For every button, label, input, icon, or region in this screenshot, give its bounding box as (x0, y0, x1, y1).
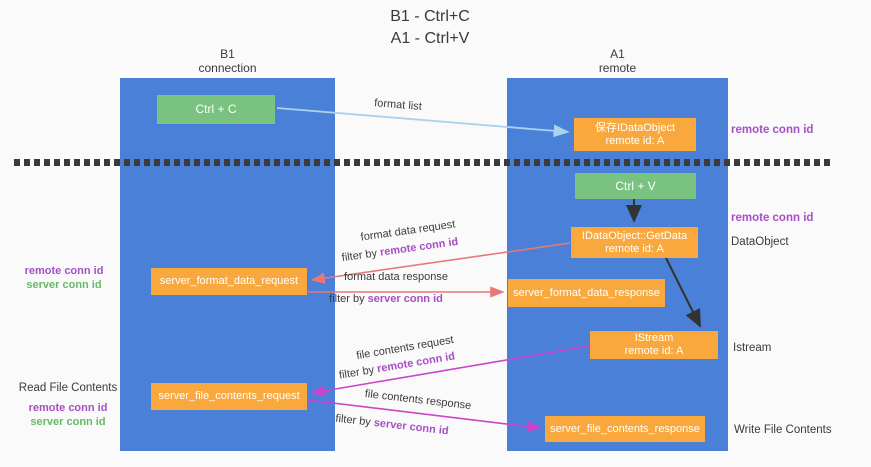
istream-side-label: Istream (733, 342, 772, 354)
read-file-contents-label: Read File Contents (18, 382, 118, 394)
column-a1-subtitle: remote (598, 61, 637, 75)
save-dataobject-node: 保存IDataObject remote id: A (574, 118, 696, 151)
getdata-line2: remote id: A (605, 242, 664, 255)
istream-line1: IStream (634, 332, 674, 344)
dataobject-label: DataObject (731, 236, 789, 248)
filter-by-text: filter by (338, 363, 376, 382)
write-file-contents-label: Write File Contents (734, 424, 832, 436)
column-header-a1: A1 remote (507, 47, 728, 75)
filter-by-remote-label-1: filter by remote conn id (341, 236, 459, 264)
server-conn-id-text: server conn id (367, 293, 443, 305)
column-b1-subtitle: connection (198, 61, 257, 75)
save-dataobject-line1: 保存IDataObject (594, 121, 676, 134)
filter-by-text: filter by (341, 247, 378, 265)
server-conn-id-text: server conn id (373, 416, 450, 438)
read-file-contents-block: Read File Contents remote conn id server… (18, 381, 118, 429)
server-conn-id-left-1: server conn id (26, 279, 102, 291)
remote-conn-id-right-2: remote conn id (731, 212, 814, 224)
title-line-1: B1 - Ctrl+C (390, 8, 470, 25)
file-contents-response-label: file contents response (364, 387, 472, 413)
filter-by-text: filter by (329, 293, 365, 305)
save-dataobject-line2: remote id: A (605, 134, 665, 147)
column-b1-name: B1 (220, 47, 235, 61)
diagram-title: B1 - Ctrl+C A1 - Ctrl+V (330, 6, 530, 50)
server-file-contents-request-node: server_file_contents_request (151, 383, 307, 410)
remote-conn-id-left-2: remote conn id (28, 402, 108, 414)
getdata-node: IDataObject::GetData remote id: A (571, 227, 698, 258)
left-conn-id-block: remote conn id server conn id (14, 264, 114, 292)
remote-conn-id-left-1: remote conn id (24, 265, 104, 277)
ctrl-v-node: Ctrl + V (575, 173, 696, 199)
server-file-contents-response-node: server_file_contents_response (545, 416, 705, 442)
filter-by-server-label-2: filter by server conn id (335, 413, 449, 438)
format-list-label: format list (373, 97, 423, 113)
istream-line2: remote id: A (624, 345, 684, 357)
column-header-b1: B1 connection (120, 47, 335, 75)
server-format-data-response-node: server_format_data_response (508, 279, 665, 307)
getdata-line1: IDataObject::GetData (581, 229, 688, 242)
title-line-2: A1 - Ctrl+V (390, 30, 470, 47)
dashed-divider (14, 159, 830, 166)
server-conn-id-left-2: server conn id (30, 416, 106, 428)
ctrl-c-node: Ctrl + C (157, 95, 275, 124)
filter-by-text: filter by (334, 412, 372, 429)
remote-conn-id-right-1: remote conn id (731, 124, 814, 136)
format-data-response-label: format data response (344, 271, 448, 283)
filter-by-server-label-1: filter by server conn id (329, 293, 443, 305)
istream-node: IStream remote id: A (590, 331, 718, 359)
column-a1-name: A1 (610, 47, 625, 61)
server-format-data-request-node: server_format_data_request (151, 268, 307, 295)
